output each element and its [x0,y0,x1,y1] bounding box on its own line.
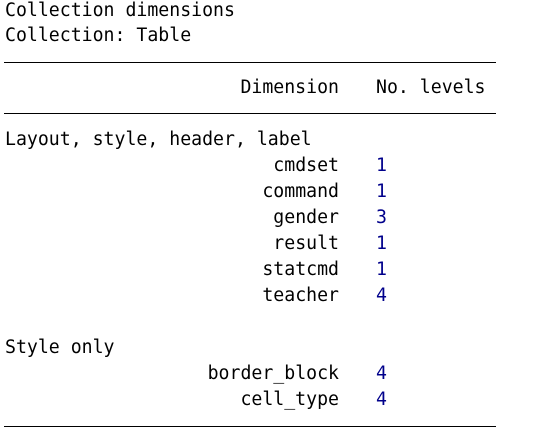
level-count: 4 [376,389,387,410]
level-count: 1 [376,181,387,202]
group-label: Style only [5,337,115,358]
table-header: Dimension No. levels [0,75,537,101]
table-row: result 1 [0,231,537,257]
level-count: 1 [376,233,387,254]
output-title: Collection dimensions [5,0,235,21]
table-row: statcmd 1 [0,257,537,283]
column-header-levels: No. levels [376,77,486,98]
level-count: 1 [376,155,387,176]
table-row: cell_type 4 [0,387,537,413]
column-header-dimension: Dimension [240,77,339,98]
dimension-name: cell_type [240,389,339,410]
level-count: 1 [376,259,387,280]
group-label: Layout, style, header, label [5,129,312,150]
dimension-name: gender [273,207,339,228]
level-count: 4 [376,285,387,306]
table-row: cmdset 1 [0,153,537,179]
table-row: teacher 4 [0,283,537,309]
header-rule [4,113,496,114]
table-row: border_block 4 [0,361,537,387]
level-count: 3 [376,207,387,228]
dimension-name: teacher [262,285,339,306]
dimension-name: statcmd [262,259,339,280]
dimension-name: command [262,181,339,202]
collection-name: Collection: Table [5,25,192,46]
table-bottom-rule [4,426,496,427]
table-row: command 1 [0,179,537,205]
dimension-name: cmdset [273,155,339,176]
dimension-name: result [273,233,339,254]
table-row: gender 3 [0,205,537,231]
level-count: 4 [376,363,387,384]
table-top-rule [4,62,496,63]
dimension-name: border_block [207,363,339,384]
